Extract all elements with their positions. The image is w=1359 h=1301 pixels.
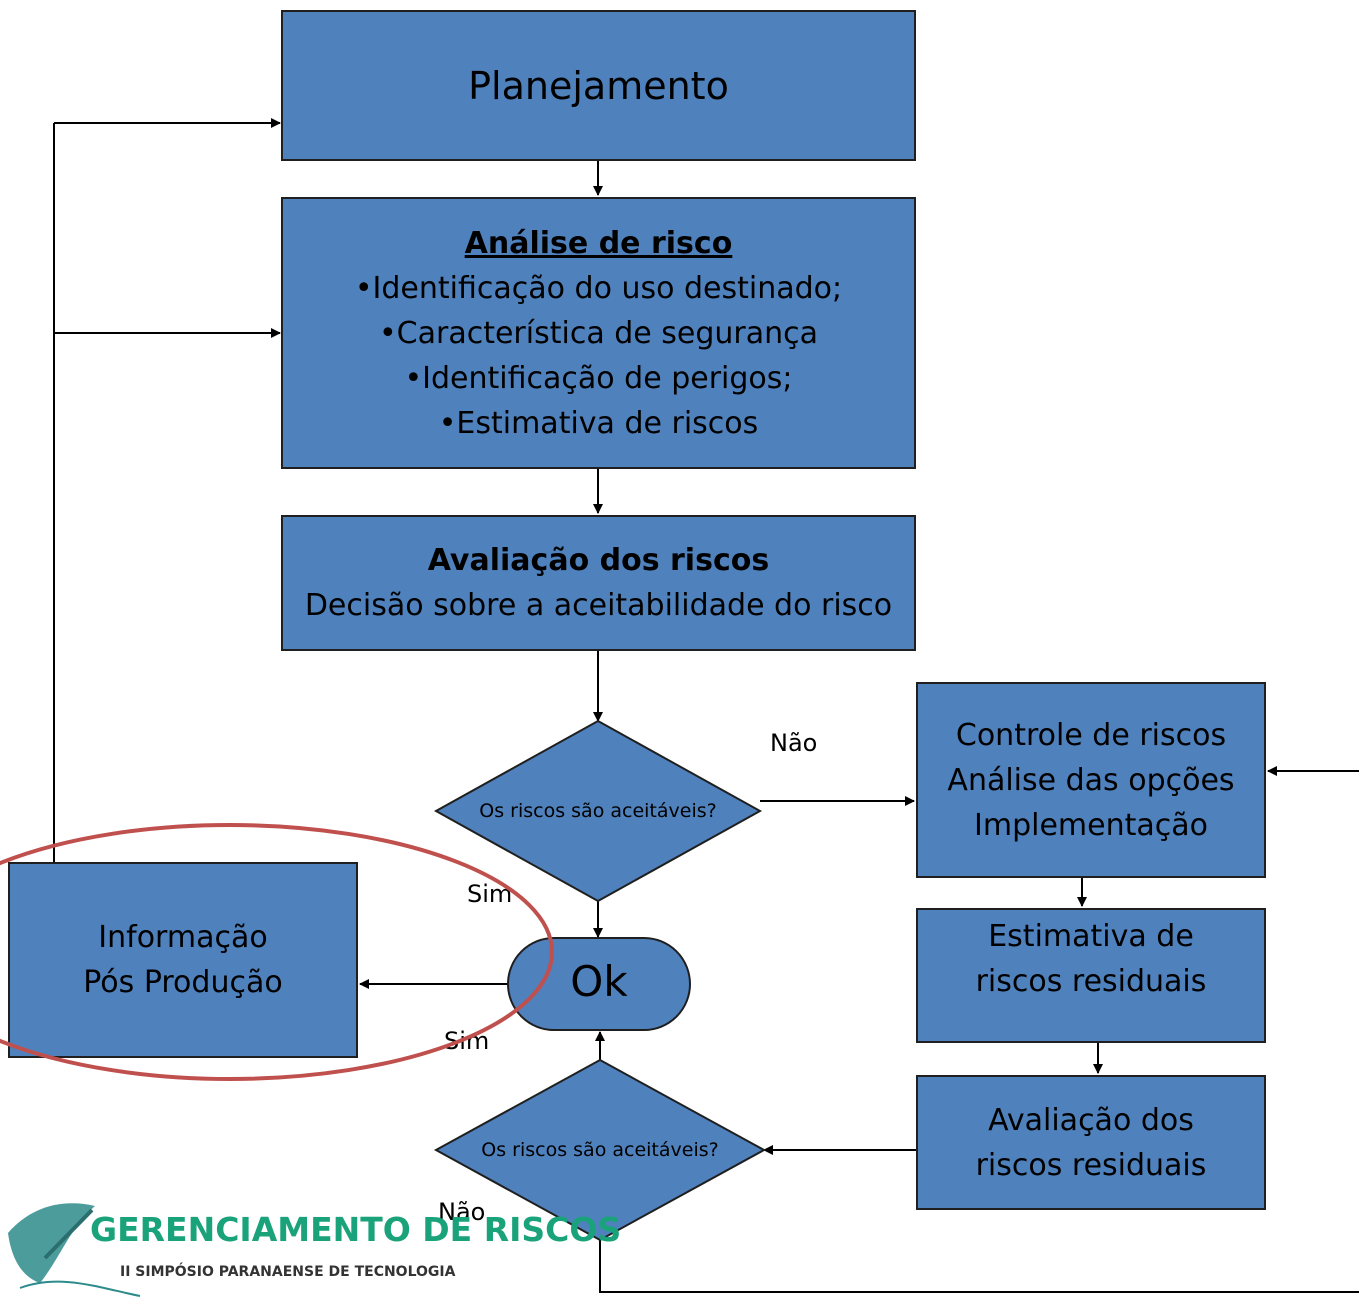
avaliacao-residuais-line: Avaliação dos: [988, 1102, 1194, 1138]
avaliacao-box: Avaliação dos riscos Decisão sobre a ace…: [281, 515, 916, 651]
controle-line: Controle de riscos: [955, 717, 1227, 753]
avaliacao-text: Decisão sobre a aceitabilidade do risco: [304, 588, 893, 623]
controle-box: Controle de riscos Análise das opções Im…: [916, 682, 1266, 878]
analise-box: Análise de risco •Identificação do uso d…: [281, 197, 916, 469]
analise-item: •Característica de segurança: [378, 315, 819, 351]
planejamento-box: Planejamento: [281, 10, 916, 161]
decision-bottom-label: Os riscos são aceitáveis?: [481, 1139, 719, 1161]
logo-subtitle: II SIMPÓSIO PARANAENSE DE TECNOLOGIA: [120, 1264, 456, 1280]
analise-item: •Estimativa de riscos: [438, 405, 759, 441]
sim-bottom-label: Sim: [444, 1027, 490, 1055]
analise-item: •Identificação do uso destinado;: [354, 270, 843, 306]
decision-bottom-diamond: [433, 1058, 767, 1242]
estimativa-residuais-box: Estimativa de riscos residuais: [916, 908, 1266, 1043]
avaliacao-residuais-line: riscos residuais: [975, 1147, 1207, 1183]
estimativa-line: riscos residuais: [975, 964, 1207, 999]
sim-top-label: Sim: [467, 880, 513, 908]
planejamento-text: Planejamento: [468, 63, 729, 108]
logo-curve: [19, 1280, 141, 1297]
informacao-box: Informação Pós Produção: [8, 862, 358, 1058]
logo-swoosh: [8, 1203, 95, 1283]
logo-pen: [43, 1208, 94, 1260]
analise-title: Análise de risco: [464, 225, 733, 261]
analise-item: •Identificação de perigos;: [404, 360, 793, 396]
decision-top-label: Os riscos são aceitáveis?: [479, 800, 717, 822]
controle-line: Análise das opções: [947, 762, 1235, 798]
nao-bottom-label: Não: [438, 1198, 486, 1226]
controle-line: Implementação: [974, 807, 1208, 843]
informacao-line: Pós Produção: [83, 965, 283, 1000]
informacao-line: Informação: [98, 920, 268, 955]
avaliacao-residuais-box: Avaliação dos riscos residuais: [916, 1075, 1266, 1210]
logo-title: GERENCIAMENTO DE RISCOS: [90, 1210, 622, 1249]
logo-emblem: [8, 1203, 141, 1297]
estimativa-line: Estimativa de: [988, 919, 1194, 954]
avaliacao-title: Avaliação dos riscos: [427, 543, 770, 578]
nao-top-label: Não: [770, 729, 818, 757]
ok-label: Ok: [570, 957, 628, 1006]
loop-back-line: [599, 1240, 1359, 1293]
